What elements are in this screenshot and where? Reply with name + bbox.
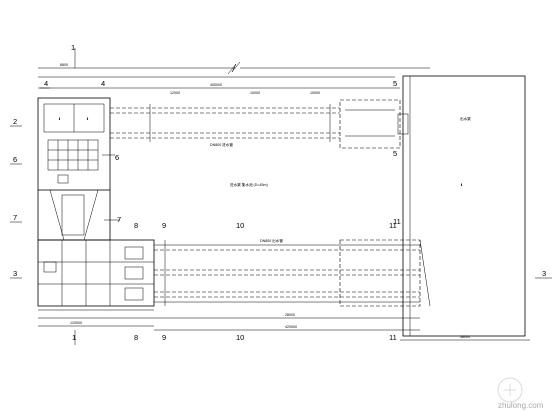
bottom-dimension-lines: 120000 420000 28000 38000 — [38, 309, 530, 341]
left-structure: ⬇ ⬇ 6 7 — [37, 97, 155, 307]
bottom-axis-11: 11 — [389, 333, 397, 342]
bottom-axis-9: 9 — [162, 333, 166, 342]
upper-channel: DN800 进水管 — [110, 99, 409, 149]
bottom-axis: 1 8 9 10 11 — [72, 330, 397, 345]
watermark-logo-icon — [497, 377, 523, 403]
note-main: 进水渠 集水池 (D=45m) — [230, 182, 268, 187]
watermark-text: zhulong.com — [498, 401, 544, 410]
svg-text:⬇: ⬇ — [58, 117, 61, 121]
lower-channel: DN800 出水管 — [154, 238, 431, 307]
axis-left-2: 2 — [13, 117, 17, 126]
dim-bottom-2: 420000 — [285, 325, 297, 329]
dim-bottom-3: 28000 — [285, 313, 295, 317]
bottom-axis-10: 10 — [236, 333, 244, 342]
dim-text-2: 12000 — [170, 91, 180, 95]
axis-left-4: 4 — [44, 79, 48, 88]
mid-axis: 8 9 10 11 — [134, 221, 397, 230]
mid-axis-9: 9 — [162, 221, 166, 230]
svg-text:⬇: ⬇ — [86, 117, 89, 121]
mid-axis-10: 10 — [236, 221, 244, 230]
section-label-top: 1 — [71, 43, 75, 52]
right-tank: 出水渠 ⬇ — [402, 75, 526, 337]
axis-left-7: 7 — [13, 213, 17, 222]
dim-text-1: 8800 — [60, 63, 68, 67]
top-dimension-line: 8800 400000 12000 10000 10000 — [38, 61, 430, 95]
dim-bottom-4: 38000 — [460, 335, 470, 339]
right-axis: 4 5 5 11 3 — [101, 79, 552, 279]
axis-left-6: 6 — [13, 155, 17, 164]
axis-right-11: 11 — [393, 217, 401, 226]
note-pipe1: DN800 进水管 — [210, 142, 233, 147]
axis-right-5a: 5 — [393, 79, 397, 88]
dim-bottom-1: 120000 — [70, 321, 82, 325]
dim-text-4: 10000 — [310, 91, 320, 95]
dim-text-main: 400000 — [210, 83, 222, 87]
inner-label-7: 7 — [117, 215, 121, 224]
mid-axis-8: 8 — [134, 221, 138, 230]
inner-label-6: 6 — [115, 153, 119, 162]
axis-right-3: 3 — [542, 269, 546, 278]
dim-text-3: 10000 — [250, 91, 260, 95]
watermark: zhulong.com — [497, 377, 544, 410]
bottom-axis-8: 8 — [134, 333, 138, 342]
left-axis: 4 2 6 7 3 — [10, 79, 50, 279]
axis-left-3: 3 — [13, 269, 17, 278]
mid-axis-11: 11 — [389, 221, 397, 230]
screen-grid — [48, 140, 98, 170]
bottom-axis-1: 1 — [72, 333, 76, 342]
note-right: 出水渠 — [460, 116, 471, 121]
axis-right-4: 4 — [101, 79, 105, 88]
note-pipe2: DN800 出水管 — [260, 238, 283, 243]
section-marker-top: 1 — [71, 43, 76, 68]
svg-text:⬇: ⬇ — [460, 183, 463, 187]
axis-right-5b: 5 — [393, 149, 397, 158]
